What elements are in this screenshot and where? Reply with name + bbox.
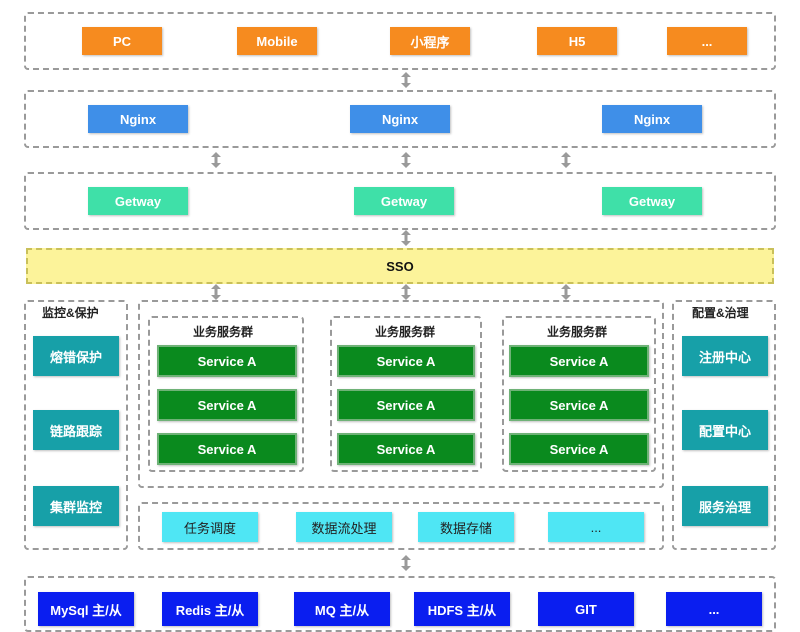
service-3-3: Service A [509, 433, 649, 465]
service-2-1: Service A [337, 345, 475, 377]
storage-hdfs: HDFS 主/从 [414, 592, 510, 626]
client-more-box: ... [667, 27, 747, 55]
service-group-1 [148, 316, 304, 472]
gateway-layer [24, 172, 776, 230]
nginx-box-3: Nginx [602, 105, 702, 133]
double-arrow-icon [557, 151, 575, 169]
service-2-2: Service A [337, 389, 475, 421]
service-1-3: Service A [157, 433, 297, 465]
common-service-3: 数据存储 [418, 512, 514, 542]
common-service-4: ... [548, 512, 644, 542]
client-mobile-box: Mobile [237, 27, 317, 55]
service-group-3-title: 业务服务群 [547, 325, 608, 339]
double-arrow-icon [397, 229, 415, 247]
monitor-item-3: 集群监控 [33, 486, 119, 526]
monitor-panel [24, 300, 128, 550]
service-2-3: Service A [337, 433, 475, 465]
config-panel [672, 300, 776, 550]
storage-redis: Redis 主/从 [162, 592, 258, 626]
storage-mysql: MySql 主/从 [38, 592, 134, 626]
service-3-2: Service A [509, 389, 649, 421]
gateway-box-3: Getway [602, 187, 702, 215]
double-arrow-icon [397, 554, 415, 572]
common-service-2: 数据流处理 [296, 512, 392, 542]
service-1-1: Service A [157, 345, 297, 377]
double-arrow-icon [397, 151, 415, 169]
double-arrow-icon [397, 71, 415, 89]
double-arrow-icon [207, 283, 225, 301]
service-group-3 [502, 316, 656, 472]
storage-layer [24, 576, 776, 632]
gateway-box-1: Getway [88, 187, 188, 215]
business-services-panel [138, 300, 664, 488]
nginx-layer [24, 90, 776, 148]
storage-git: GIT [538, 592, 634, 626]
client-h5-box: H5 [537, 27, 617, 55]
double-arrow-icon [397, 283, 415, 301]
monitor-item-2: 链路跟踪 [33, 410, 119, 450]
sso-bar: SSO [26, 248, 774, 284]
config-title: 配置&治理 [692, 306, 749, 320]
storage-mq: MQ 主/从 [294, 592, 390, 626]
nginx-box-2: Nginx [350, 105, 450, 133]
service-3-1: Service A [509, 345, 649, 377]
double-arrow-icon [207, 151, 225, 169]
double-arrow-icon [557, 283, 575, 301]
nginx-box-1: Nginx [88, 105, 188, 133]
service-1-2: Service A [157, 389, 297, 421]
common-services-panel [138, 502, 664, 550]
storage-more: ... [666, 592, 762, 626]
service-group-2 [330, 316, 482, 472]
monitor-title: 监控&保护 [42, 306, 99, 320]
config-item-3: 服务治理 [682, 486, 768, 526]
config-item-2: 配置中心 [682, 410, 768, 450]
client-pc-box: PC [82, 27, 162, 55]
gateway-box-2: Getway [354, 187, 454, 215]
common-service-1: 任务调度 [162, 512, 258, 542]
client-miniprogram-box: 小程序 [390, 27, 470, 55]
service-group-2-title: 业务服务群 [375, 325, 436, 339]
config-item-1: 注册中心 [682, 336, 768, 376]
monitor-item-1: 熔错保护 [33, 336, 119, 376]
client-layer [24, 12, 776, 70]
service-group-1-title: 业务服务群 [193, 325, 254, 339]
